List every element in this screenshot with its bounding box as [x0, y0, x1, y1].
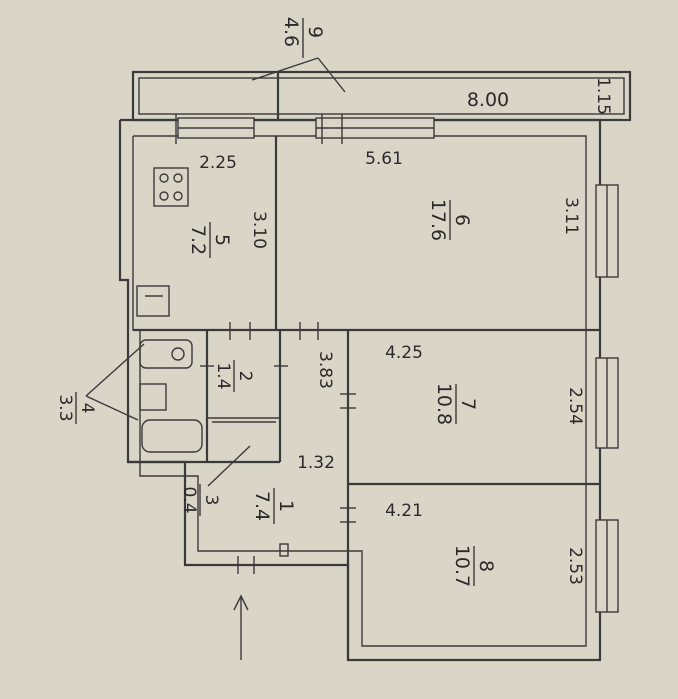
balcony-inner-line	[138, 77, 625, 115]
balcony-area: 4.6	[280, 17, 302, 47]
bedroom8-label: 8 10.7	[451, 545, 497, 587]
hall-label: 1 7.4	[251, 488, 297, 524]
washing-machine-icon	[139, 383, 167, 411]
entrance-arrow-icon	[233, 594, 249, 660]
balcony-leader-line	[251, 57, 319, 81]
living-width: 5.61	[365, 149, 403, 169]
balcony-width: 1.15	[593, 77, 613, 115]
closet-label: 3 0.4	[179, 484, 221, 516]
bedroom7-width: 4.25	[385, 343, 423, 363]
wc-label: 2 1.4	[213, 360, 255, 392]
stove-icon	[153, 167, 189, 207]
hall-area: 7.4	[251, 491, 273, 521]
balcony-length: 8.00	[467, 89, 509, 111]
closet-area: 0.4	[179, 486, 199, 513]
balcony-number: 9	[304, 26, 326, 38]
bedroom7-label: 7 10.8	[433, 383, 479, 425]
kitchen-number: 5	[211, 234, 233, 246]
living-length: 3.11	[561, 197, 581, 235]
corridor-length: 3.83	[315, 351, 335, 389]
hall-fixture-icon	[279, 543, 289, 557]
living-area: 17.6	[427, 199, 449, 241]
bedroom8-number: 8	[475, 560, 497, 572]
bedroom8-width: 4.21	[385, 501, 423, 521]
wc-area: 1.4	[213, 362, 233, 389]
living-label: 6 17.6	[427, 199, 473, 241]
balcony-label: 9 4.6	[280, 17, 326, 58]
outer-wall-inner-line	[132, 135, 587, 647]
kitchen-area: 7.2	[187, 225, 209, 255]
washbasin-icon	[139, 339, 193, 369]
door-ticks	[175, 114, 356, 574]
outer-wall	[118, 118, 602, 662]
kitchen-sink-icon	[136, 285, 170, 317]
kitchen-length: 3.10	[249, 211, 269, 249]
balcony	[131, 70, 632, 122]
balcony-leader-line-2	[317, 57, 346, 93]
living-number: 6	[451, 214, 473, 226]
bedroom7-area: 10.8	[433, 383, 455, 425]
closet-number: 3	[201, 495, 221, 506]
bedroom7-length: 2.54	[565, 387, 585, 425]
bedroom8-area: 10.7	[451, 545, 473, 587]
corridor-width: 1.32	[297, 453, 335, 473]
bedroom8-length: 2.53	[565, 547, 585, 585]
balcony-outline	[131, 70, 632, 122]
bathroom-area: 3.3	[55, 394, 75, 421]
bathroom-number: 4	[77, 403, 97, 414]
bathtub-icon	[141, 419, 203, 453]
outer-walls	[118, 118, 602, 662]
closet-leader-line	[207, 445, 251, 487]
windows	[177, 117, 619, 613]
fixtures	[136, 167, 289, 557]
kitchen-width: 2.25	[199, 153, 237, 173]
kitchen-label: 5 7.2	[187, 222, 233, 258]
hall-number: 1	[275, 500, 297, 512]
interior-walls	[128, 136, 600, 660]
bathroom-label: 4 3.3	[55, 392, 97, 424]
bedroom7-number: 7	[457, 398, 479, 410]
wc-number: 2	[235, 371, 255, 382]
bathroom-leader-line	[85, 343, 145, 397]
